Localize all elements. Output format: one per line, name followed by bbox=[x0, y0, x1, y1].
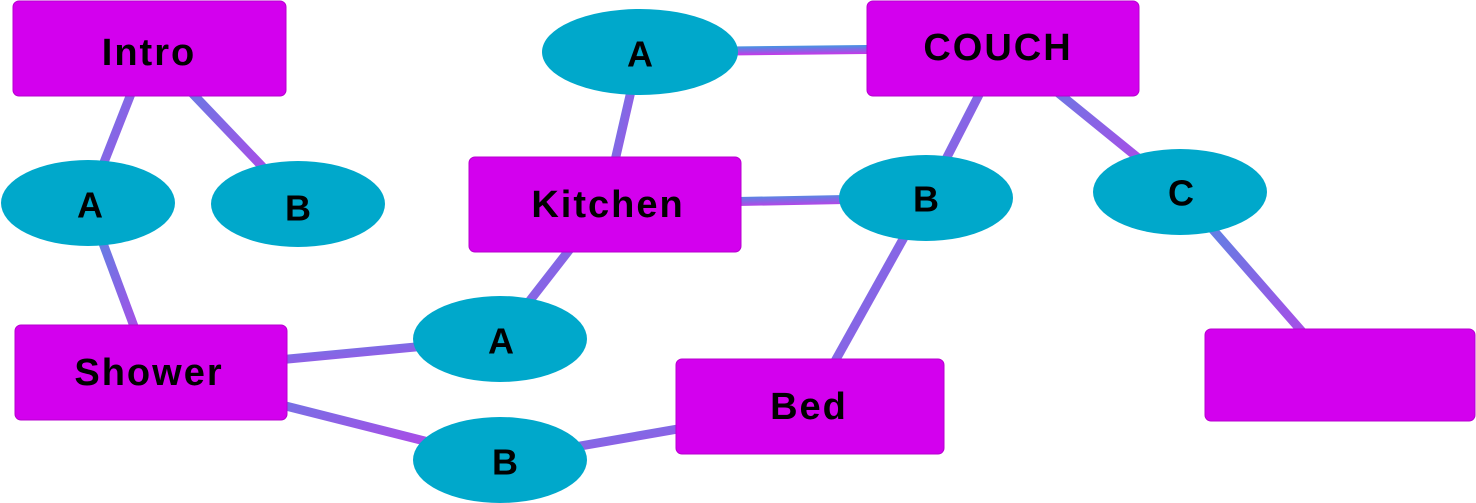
choice-label-intro-a: A bbox=[77, 185, 103, 226]
choice-node-couch-c[interactable]: C bbox=[1093, 149, 1267, 235]
choice-label-intro-b: B bbox=[285, 188, 311, 229]
room-node-shower[interactable]: Shower bbox=[14, 324, 288, 421]
room-label-bed: Bed bbox=[770, 386, 848, 428]
choice-node-kitchen-a-bottom[interactable]: A bbox=[413, 296, 587, 382]
room-node-couch[interactable]: COUCH bbox=[866, 0, 1140, 97]
choice-label-kitchen-a-bottom: A bbox=[488, 321, 514, 362]
room-node-intro[interactable]: Intro bbox=[12, 0, 287, 97]
choice-node-intro-a[interactable]: A bbox=[1, 160, 175, 246]
choice-node-couch-b[interactable]: B bbox=[839, 155, 1013, 241]
room-label-shower: Shower bbox=[74, 352, 223, 394]
choice-label-couch-b: B bbox=[913, 179, 939, 220]
room-label-kitchen: Kitchen bbox=[531, 184, 684, 226]
choice-label-couch-c: C bbox=[1168, 173, 1194, 214]
choice-label-shower-b: B bbox=[492, 442, 518, 483]
room-node-bed[interactable]: Bed bbox=[675, 358, 945, 455]
room-label-couch: COUCH bbox=[923, 27, 1072, 69]
room-node-empty[interactable] bbox=[1204, 328, 1476, 422]
room-node-kitchen[interactable]: Kitchen bbox=[468, 156, 742, 253]
choice-label-kitchen-a-top: A bbox=[627, 34, 653, 75]
room-label-intro: Intro bbox=[102, 32, 196, 74]
choice-node-shower-b[interactable]: B bbox=[413, 417, 587, 503]
choice-node-kitchen-a-top[interactable]: A bbox=[542, 9, 738, 95]
choice-node-intro-b[interactable]: B bbox=[211, 161, 385, 247]
